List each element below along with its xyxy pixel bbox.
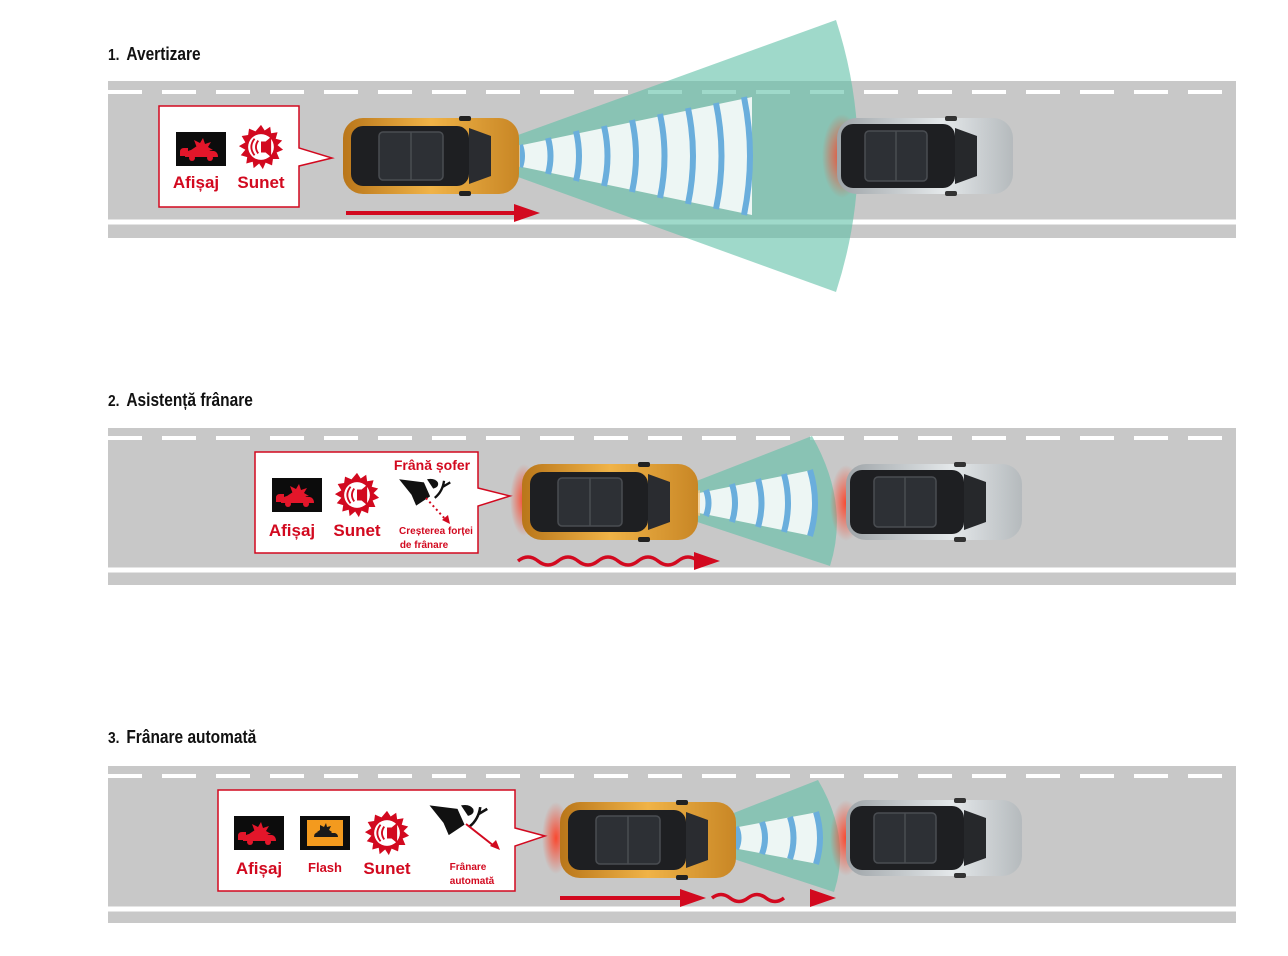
collision-warning-icon xyxy=(176,132,226,166)
section-2-number: 2. xyxy=(108,393,120,410)
alert-callout: Afișaj Sunet Frână șofer Creșterea forțe… xyxy=(254,451,513,554)
display-label: Afișaj xyxy=(236,859,282,878)
flash-label: Flash xyxy=(308,860,342,875)
display-label: Afișaj xyxy=(269,521,315,540)
alert-callout: Afișaj Sunet xyxy=(158,105,335,208)
ego-car xyxy=(559,800,737,880)
force-arrow-head xyxy=(442,515,450,524)
decelerating-arrow xyxy=(516,552,720,570)
scene-brake-assist: Afișaj Sunet Frână șofer Creșterea forțe… xyxy=(108,428,1236,585)
force-label-line2: de frânare xyxy=(400,540,449,551)
motion-arrow xyxy=(346,204,540,222)
motion-arrow xyxy=(560,889,836,907)
section-2-title: 2. Asistență frânare xyxy=(108,390,253,411)
sound-label: Sunet xyxy=(333,521,381,540)
ego-car xyxy=(342,116,520,196)
collision-warning-icon xyxy=(272,478,322,512)
sound-label: Sunet xyxy=(363,859,411,878)
auto-arrow-line xyxy=(465,823,495,847)
section-1-title-text: Avertizare xyxy=(126,44,201,64)
lead-car xyxy=(836,116,1014,196)
scene-warning: Afișaj Sunet xyxy=(108,20,1236,292)
ego-car xyxy=(521,462,699,542)
alert-callout: Afișaj Flash Sunet Frânare automată xyxy=(217,789,548,892)
radar-cone xyxy=(460,20,858,292)
section-3-number: 3. xyxy=(108,730,120,747)
section-1-number: 1. xyxy=(108,47,120,64)
auto-arrow-head xyxy=(490,840,500,850)
collision-warning-icon xyxy=(234,816,284,850)
lead-car xyxy=(845,462,1023,542)
display-label: Afișaj xyxy=(173,173,219,192)
auto-label-line2: automată xyxy=(450,876,495,887)
section-3-title-text: Frânare automată xyxy=(126,727,257,747)
flash-warning-icon xyxy=(300,816,350,850)
lead-car xyxy=(845,798,1023,878)
section-2-title-text: Asistență frânare xyxy=(126,390,253,410)
force-label-line1: Creșterea forței xyxy=(399,526,473,537)
section-1-title: 1. Avertizare xyxy=(108,44,201,65)
scene-auto-brake: Afișaj Flash Sunet Frânare automată xyxy=(108,766,1236,923)
auto-label-line1: Frânare xyxy=(450,862,487,873)
driver-brake-label: Frână șofer xyxy=(394,457,471,473)
sound-label: Sunet xyxy=(237,173,285,192)
section-3-title: 3. Frânare automată xyxy=(108,727,256,748)
